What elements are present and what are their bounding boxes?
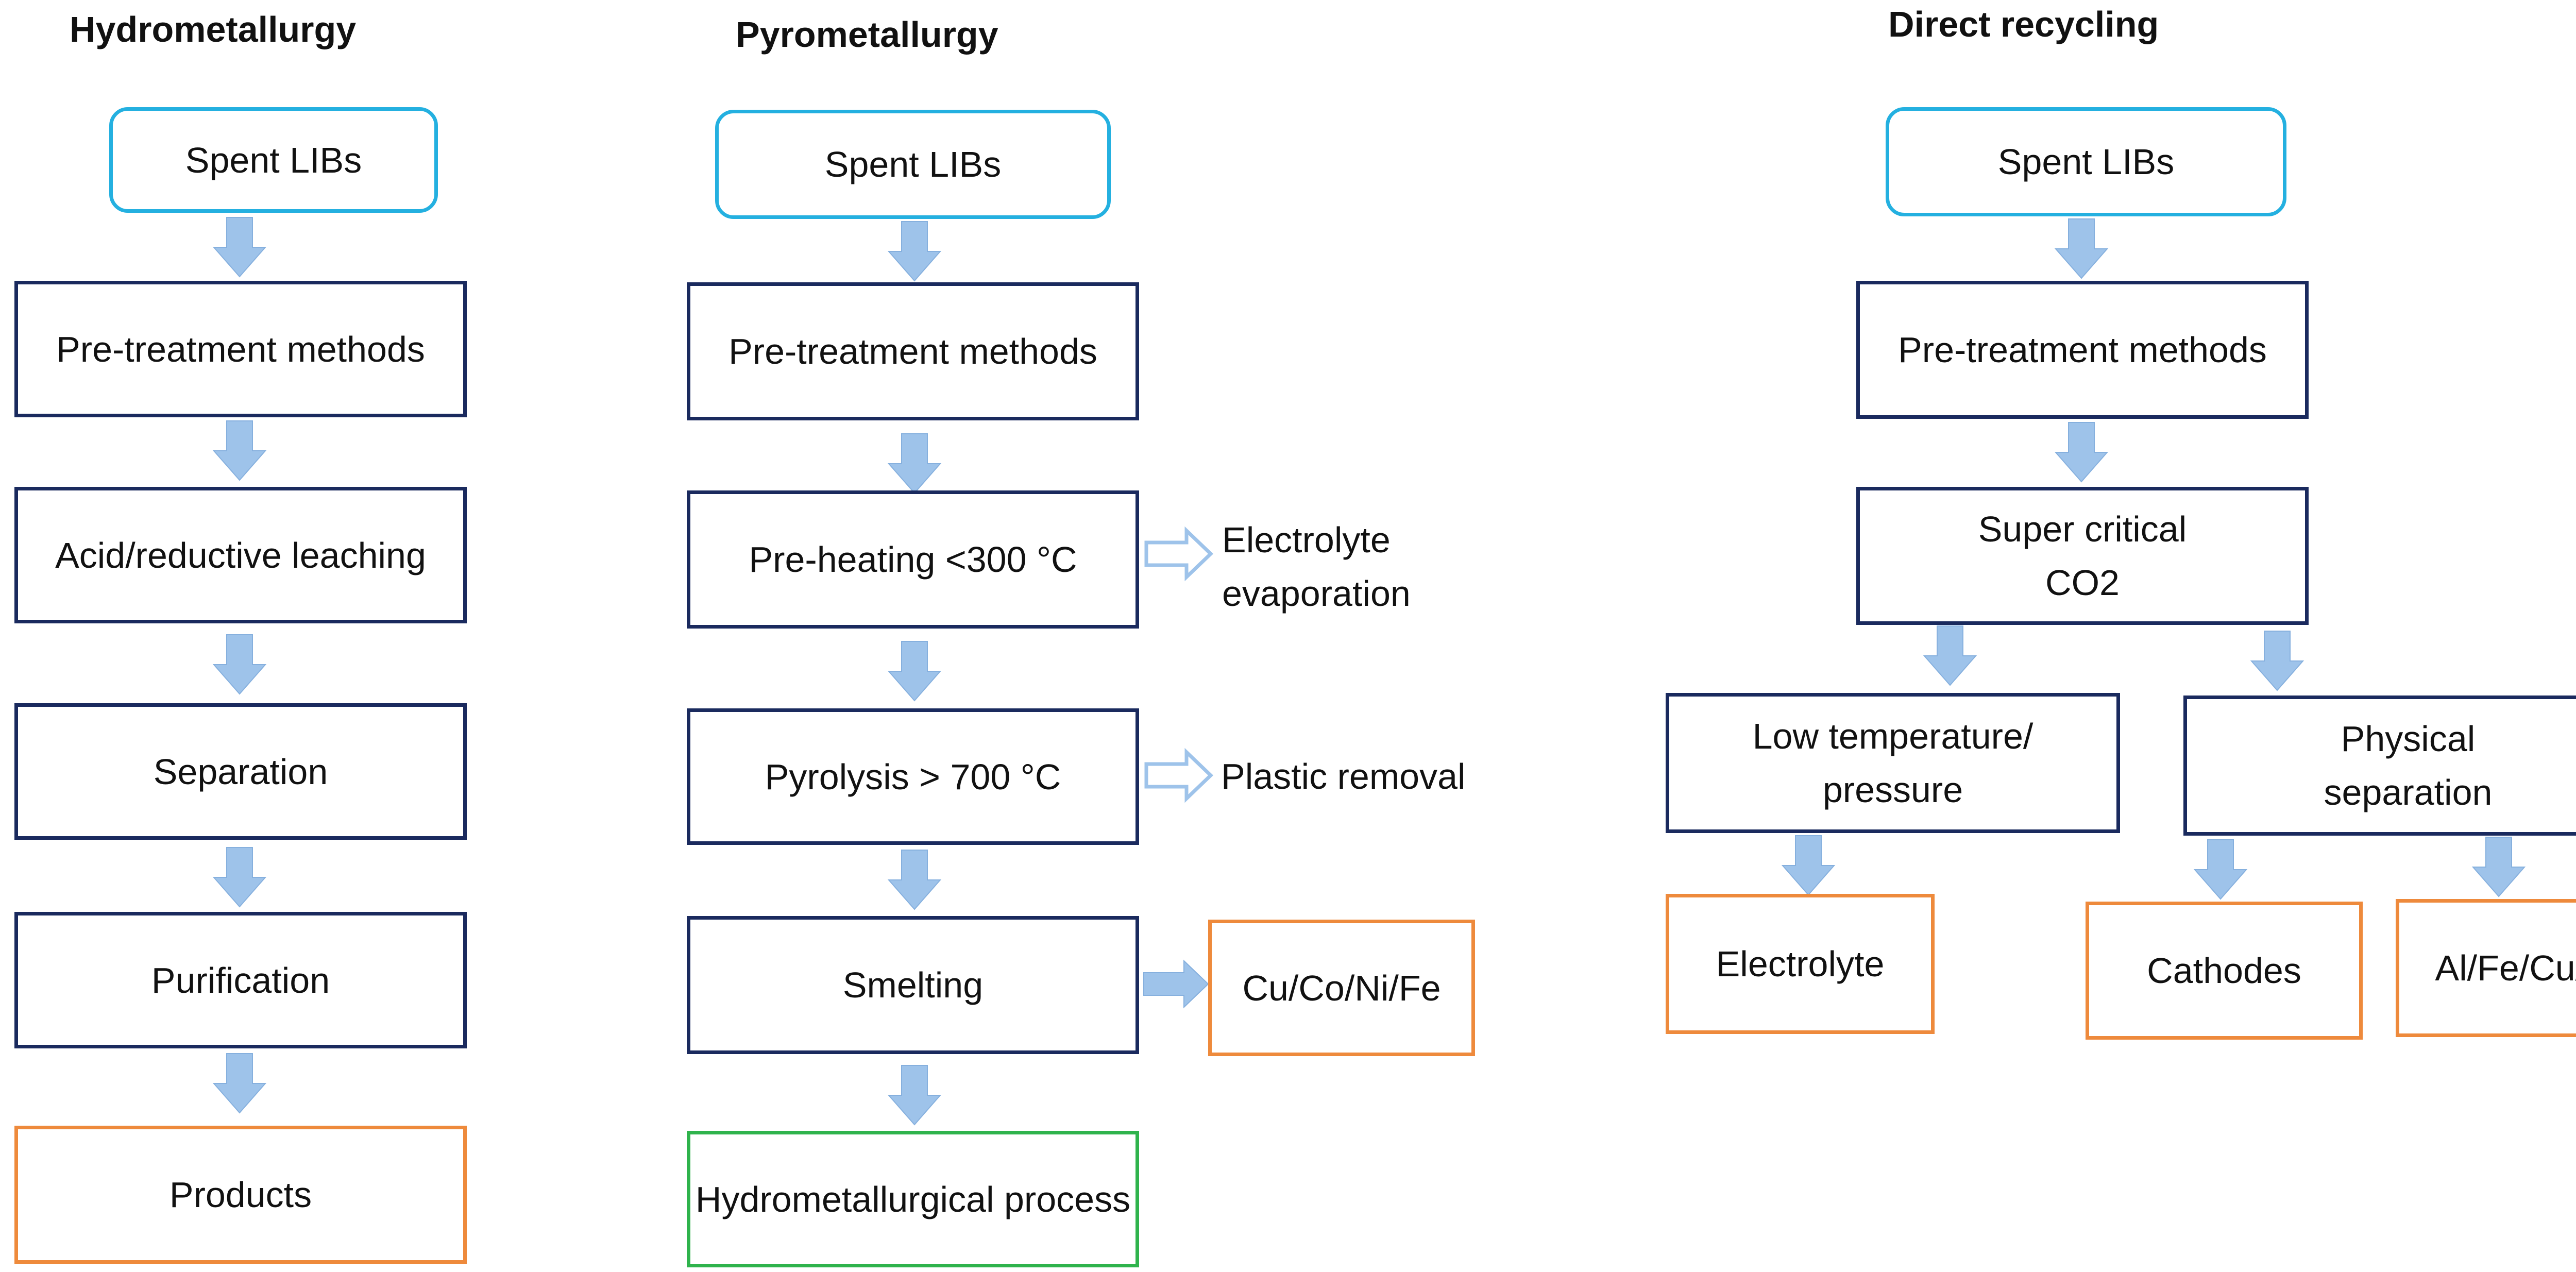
pyro-step-hydrometallurgical-process: Hydrometallurgical process	[687, 1131, 1139, 1267]
hydro-step-pretreatment: Pre-treatment methods	[14, 281, 467, 417]
hydro-step-label: Spent LIBs	[185, 140, 362, 180]
pyro-side-plastic-removal: Plastic removal	[1221, 756, 1466, 796]
direct-output-electrolyte: Electrolyte	[1666, 894, 1935, 1034]
pyro-step-label: Smelting	[842, 965, 984, 1005]
hydro-arrow-3	[213, 634, 266, 694]
hydro-arrow-4	[213, 847, 266, 907]
direct-output-metals: Al/Fe/Cu/etc	[2396, 899, 2576, 1037]
hydro-title: Hydrometallurgy	[70, 9, 357, 49]
pyro-side-electrolyte-evaporation: Electrolyte evaporation	[1222, 513, 1459, 620]
pyro-side-arrow-3	[1143, 960, 1209, 1008]
pyro-step-label: Pyrolysis > 700 °C	[765, 756, 1061, 797]
pyro-step-label: Hydrometallurgical process	[695, 1179, 1131, 1219]
direct-arrow-4	[2251, 631, 2303, 691]
direct-arrow-6	[2194, 839, 2247, 900]
hydro-arrow-1	[213, 217, 266, 277]
direct-step-pretreatment: Pre-treatment methods	[1856, 281, 2309, 419]
hydro-arrow-5	[213, 1053, 266, 1113]
direct-title: Direct recycling	[1888, 4, 2159, 44]
direct-output-cathodes: Cathodes	[2086, 902, 2363, 1040]
direct-output-label: Cathodes	[2147, 951, 2301, 991]
pyro-arrow-5	[888, 1065, 941, 1125]
direct-arrow-7	[2472, 837, 2525, 897]
pyro-step-label: Spent LIBs	[824, 144, 1002, 184]
hydro-step-separation: Separation	[14, 703, 467, 840]
pyro-arrow-1	[888, 221, 941, 281]
pyro-side-label: Electrolyte evaporation	[1222, 520, 1411, 614]
pyro-step-label: Pre-treatment methods	[728, 331, 1097, 371]
hydro-arrow-2	[213, 420, 266, 481]
direct-branch-label: Low temperature/ pressure	[1752, 716, 2033, 810]
direct-arrow-2	[2055, 422, 2108, 482]
direct-output-label: Electrolyte	[1716, 944, 1885, 984]
direct-output-label: Al/Fe/Cu/etc	[2435, 948, 2576, 988]
pyro-arrow-4	[888, 850, 941, 910]
pyro-output-metals: Cu/Co/Ni/Fe	[1208, 920, 1475, 1056]
pyro-side-arrow-1	[1146, 531, 1211, 577]
pyro-step-pretreatment: Pre-treatment methods	[687, 282, 1139, 420]
pyro-step-spent-libs: Spent LIBs	[715, 110, 1111, 219]
hydro-step-label: Pre-treatment methods	[56, 329, 425, 369]
pyro-step-pyrolysis: Pyrolysis > 700 °C	[687, 708, 1139, 845]
hydro-step-label: Separation	[153, 751, 328, 792]
pyro-title: Pyrometallurgy	[736, 14, 998, 55]
pyro-step-preheating: Pre-heating <300 °C	[687, 490, 1139, 629]
direct-arrow-1	[2055, 218, 2108, 279]
hydro-step-products: Products	[14, 1126, 467, 1264]
direct-branch-low-temperature: Low temperature/ pressure	[1666, 693, 2120, 833]
direct-arrow-3	[1924, 625, 1976, 686]
hydro-step-purification: Purification	[14, 912, 467, 1048]
hydro-step-label: Purification	[151, 960, 330, 1000]
direct-step-label: Super critical CO2	[1978, 509, 2187, 603]
direct-step-label: Pre-treatment methods	[1898, 330, 2267, 370]
hydro-step-leaching: Acid/reductive leaching	[14, 487, 467, 623]
direct-branch-label: Physical separation	[2324, 719, 2493, 812]
pyro-step-label: Pre-heating <300 °C	[749, 539, 1077, 580]
direct-step-spent-libs: Spent LIBs	[1886, 107, 2286, 216]
direct-branch-physical-separation: Physical separation	[2183, 696, 2576, 836]
pyro-arrow-3	[888, 641, 941, 701]
pyro-side-arrow-2	[1146, 752, 1211, 799]
pyro-step-smelting: Smelting	[687, 916, 1139, 1054]
direct-arrow-5	[1782, 835, 1835, 895]
hydro-step-spent-libs: Spent LIBs	[109, 107, 438, 213]
direct-step-label: Spent LIBs	[1997, 142, 2175, 182]
pyro-arrow-2	[888, 433, 941, 494]
hydro-step-label: Acid/reductive leaching	[55, 535, 426, 575]
pyro-output-label: Cu/Co/Ni/Fe	[1242, 968, 1441, 1008]
hydro-step-label: Products	[169, 1175, 312, 1215]
direct-step-supercritical-co2: Super critical CO2	[1856, 487, 2309, 625]
